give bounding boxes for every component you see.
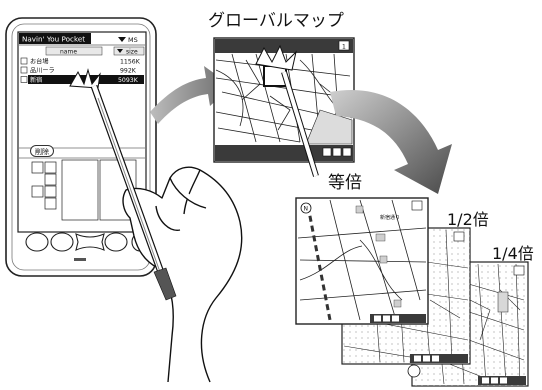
map-control-icon[interactable] bbox=[342, 147, 352, 157]
flow-arrow-2 bbox=[330, 89, 452, 194]
scale-icon[interactable] bbox=[453, 231, 465, 242]
tap-burst-icon bbox=[255, 44, 297, 71]
flow-arrow-1 bbox=[150, 66, 232, 124]
hand-illustration bbox=[122, 166, 243, 383]
map-full-scale: 新宿通り N bbox=[295, 197, 429, 325]
landmark-label: 新宿通り bbox=[380, 214, 400, 221]
row-checkbox[interactable] bbox=[20, 66, 28, 74]
map-control-icon[interactable] bbox=[322, 147, 332, 157]
scale-half-label: 1/2倍 bbox=[447, 210, 489, 229]
dropdown-label: MS bbox=[128, 36, 138, 44]
map-control-icon[interactable] bbox=[332, 147, 342, 157]
row-name: 品川ーラ bbox=[30, 68, 55, 75]
global-map-label: グローバルマップ bbox=[208, 11, 344, 31]
pda-lower-panes bbox=[31, 159, 137, 221]
row-checkbox[interactable] bbox=[20, 76, 28, 83]
row-size: 992K bbox=[120, 68, 137, 75]
scale-1x-label: 等倍 bbox=[328, 173, 362, 193]
row-name: 新宿 bbox=[30, 76, 42, 84]
scale-icon[interactable] bbox=[513, 265, 525, 276]
row-size: 1156K bbox=[120, 59, 141, 66]
hw-button-2[interactable] bbox=[50, 232, 74, 252]
col-name[interactable]: name bbox=[60, 49, 77, 56]
list-item[interactable]: 品川ーラ 992K bbox=[20, 66, 137, 75]
compass-icon[interactable] bbox=[300, 202, 312, 214]
sort-down-icon bbox=[117, 49, 123, 53]
scale-icon[interactable] bbox=[338, 40, 350, 51]
svg-text:N: N bbox=[304, 206, 309, 213]
delete-button[interactable]: 削除 bbox=[30, 145, 54, 157]
row-checkbox[interactable] bbox=[20, 57, 28, 65]
hw-button-1[interactable] bbox=[25, 232, 49, 252]
stylus-global bbox=[281, 71, 319, 177]
app-title-bar bbox=[19, 33, 91, 44]
svg-text:1: 1 bbox=[342, 44, 346, 51]
app-title: Navin' You Pocket bbox=[22, 35, 85, 44]
col-size[interactable]: size bbox=[126, 49, 138, 56]
scale-icon[interactable] bbox=[411, 200, 423, 211]
list-item[interactable]: お台場 1156K bbox=[20, 57, 141, 66]
scale-quarter-label: 1/4倍 bbox=[492, 244, 534, 263]
row-size: 5093K bbox=[118, 77, 139, 84]
row-name: お台場 bbox=[30, 58, 49, 66]
list-header: name size bbox=[45, 46, 145, 56]
pda-device: Navin' You Pocket MS name size お台場 1156K… bbox=[5, 17, 157, 277]
stylus-pda bbox=[90, 84, 177, 301]
profile-dropdown[interactable]: MS bbox=[118, 36, 138, 44]
global-map-panel: 1 bbox=[213, 37, 355, 163]
dpad[interactable] bbox=[75, 233, 105, 251]
hw-button-3[interactable] bbox=[104, 232, 128, 252]
tap-burst-icon bbox=[69, 68, 101, 89]
chevron-down-icon bbox=[118, 37, 126, 42]
